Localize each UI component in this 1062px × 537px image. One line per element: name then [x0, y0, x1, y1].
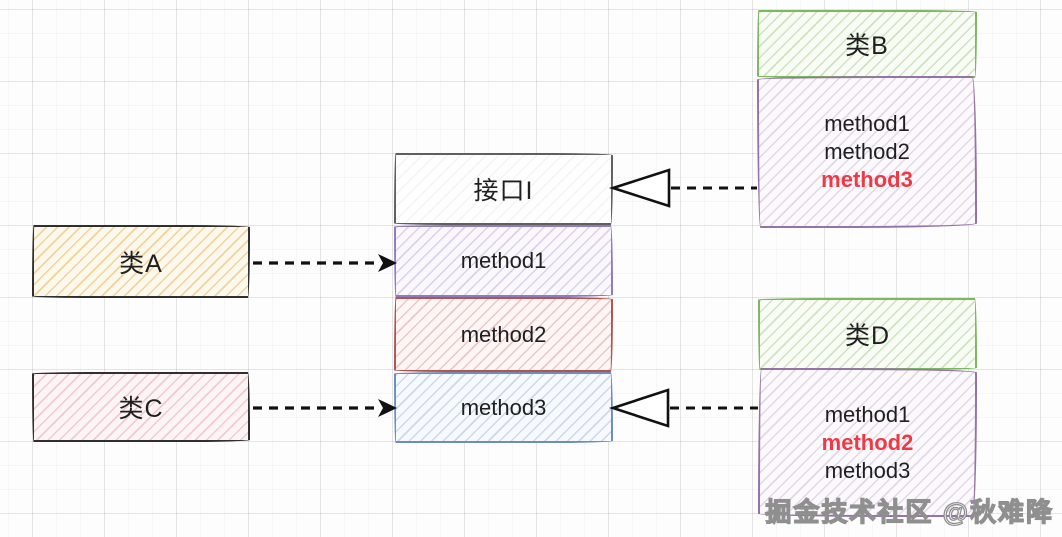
class-a-label: 类A [119, 249, 163, 278]
interface-stack: 接口I method1 method2 method3 [394, 153, 613, 443]
class-d-box: 类D method1 method2 method3 [758, 298, 977, 517]
interface-method1-label: method1 [460, 248, 547, 273]
interface-method2-label: method2 [460, 321, 547, 347]
class-d-method3: method3 [824, 457, 911, 483]
interface-method1-box: method1 [394, 225, 613, 297]
class-d-title: 类D [844, 322, 891, 350]
interface-method2-box: method2 [394, 297, 613, 372]
class-d-body: method1 method2 method3 [758, 368, 977, 517]
class-b-body: method1 method2 method3 [757, 76, 977, 228]
class-b-method3-highlighted: method3 [821, 167, 913, 192]
interface-title: 接口I [473, 177, 534, 205]
class-d-method1: method1 [824, 401, 911, 427]
class-b-title: 类B [845, 32, 889, 60]
interface-header: 接口I [394, 153, 613, 225]
arrow-class-a-to-method1 [253, 254, 397, 272]
class-b-header: 类B [757, 10, 977, 78]
watermark-text: 掘金技术社区 @秋难降 [765, 496, 1054, 527]
class-b-box: 类B method1 method2 method3 [757, 10, 977, 228]
class-b-method2: method2 [824, 139, 910, 164]
interface-method3-label: method3 [460, 394, 547, 420]
arrow-class-c-to-method3 [253, 399, 397, 417]
class-c-box: 类C [32, 372, 250, 442]
realization-class-d-to-method3 [608, 388, 758, 428]
class-b-method1: method1 [824, 111, 910, 136]
realization-class-b-to-interface [608, 168, 757, 208]
class-d-header: 类D [758, 298, 977, 370]
class-d-method2-highlighted: method2 [821, 429, 914, 455]
class-c-label: 类C [118, 395, 164, 423]
class-a-box: 类A [32, 225, 250, 298]
interface-method3-box: method3 [394, 372, 613, 443]
